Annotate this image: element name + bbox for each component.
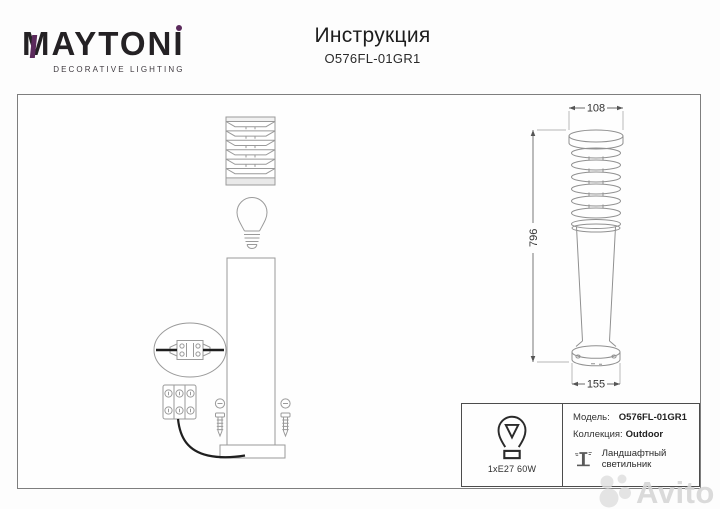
dim-head-width: 108 [587,103,605,115]
connector-detail-callout [153,322,227,378]
power-wire [156,348,246,459]
anchor-screw-right [280,398,291,438]
brand-text-last: I [173,25,185,62]
bulb-drawing [236,197,268,250]
spec-model-row: Модель: O576FL-01GR1 [573,412,695,423]
avito-watermark-text: Avito [636,475,715,509]
anchor-screw-left [214,398,226,438]
bollard-icon [574,452,592,467]
model-code: O576FL-01GR1 [324,51,421,66]
avito-watermark: Avito [594,464,720,508]
title-block: Инструкция O576FL-01GR1 [280,24,465,66]
page-title: Инструкция [314,24,431,47]
dim-height: 796 [528,229,540,247]
exploded-view-drawing [153,116,291,459]
avito-logo-icon [599,474,631,508]
spec-info-cell: Модель: O576FL-01GR1 Коллекция:Outdoor Ла… [563,404,699,486]
model-value: O576FL-01GR1 [618,412,687,423]
bulb-spec: 1xE27 60W [487,464,537,474]
logo-purple-dot [175,25,182,31]
brand-tagline: DECORATIVE LIGHTING [53,64,185,74]
spec-bulb-cell: 1xE27 60W [462,404,563,486]
spec-type-row: Ландшафтный светильник [573,446,695,472]
bollard-outline [568,129,624,367]
model-label: Модель: [573,412,610,423]
fixture-type-text: Ландшафтный светильник [601,448,667,470]
dimension-drawing: 108 796 155 [528,103,624,391]
collection-label: Коллекция: [573,429,623,440]
post-column [226,257,276,446]
dim-base-width: 155 [587,379,605,391]
dimension-lines [532,107,624,385]
spec-panel: 1xE27 60W Модель: O576FL-01GR1 Коллекция:… [461,403,700,487]
base-plate [219,444,286,459]
bulb-icon [497,415,527,460]
collection-value: Outdoor [625,429,664,440]
spec-collection-row: Коллекция:Outdoor [573,429,695,440]
dimension-arrows [530,105,623,387]
terminal-block [162,384,197,420]
brand-text: MAYTON [22,25,174,62]
